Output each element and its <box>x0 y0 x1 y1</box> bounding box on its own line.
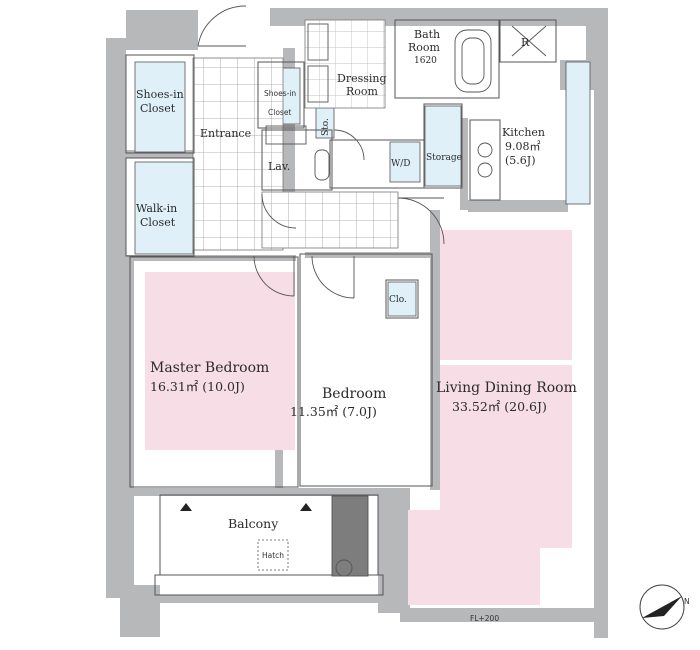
dressing-room-label-line1: Dressing <box>337 72 387 85</box>
storage-small-label: Sto. <box>321 118 331 136</box>
entrance-label: Entrance <box>200 127 251 140</box>
north-arrow: N <box>639 584 690 630</box>
washer-dryer-label: W/D <box>391 159 411 169</box>
bath-room-label-line2: Room <box>408 41 441 54</box>
bath-room-size: 1620 <box>414 56 437 66</box>
hatch-label: Hatch <box>262 551 284 560</box>
shoes-in-closet-left-line1: Shoes-in <box>136 88 184 101</box>
bath-room-label-line1: Bath <box>414 28 440 41</box>
door-swings <box>197 5 445 299</box>
living-dining-room-area: 33.52㎡ (20.6J) <box>452 399 547 414</box>
bedroom-label: Bedroom <box>322 386 386 402</box>
bedroom-area: 11.35㎡ (7.0J) <box>290 404 377 419</box>
kitchen-area: 9.08㎡ <box>505 140 541 153</box>
north-label: N <box>684 597 690 606</box>
dressing-room-label-line2: Room <box>346 85 379 98</box>
floor-tiles <box>192 19 399 251</box>
lavatory-label: Lav. <box>268 160 290 173</box>
closet-label: Clo. <box>389 295 407 305</box>
kitchen-tatami: (5.6J) <box>505 154 536 167</box>
shoes-in-closet-left-line2: Closet <box>140 102 176 115</box>
walk-in-closet-line1: Walk-in <box>136 202 177 215</box>
floor-level-label: FL+200 <box>470 614 499 623</box>
kitchen-label: Kitchen <box>502 126 545 139</box>
fixtures <box>180 23 547 577</box>
living-dining-room-label: Living Dining Room <box>436 380 577 396</box>
storage-label: Storage <box>426 153 462 163</box>
room-labels: Bath Room 1620 Dressing Room R Shoes-in … <box>136 28 577 623</box>
shoes-in-closet-right-line2: Closet <box>268 108 291 117</box>
walk-in-closet-line2: Closet <box>140 216 176 229</box>
master-bedroom-label: Master Bedroom <box>150 360 269 376</box>
balcony-label: Balcony <box>228 516 279 531</box>
shoes-in-closet-right-line1: Shoes-in <box>264 89 296 98</box>
refrigerator-mark: R <box>521 36 530 49</box>
master-bedroom-area: 16.31㎡ (10.0J) <box>150 379 245 394</box>
partitions <box>125 19 557 596</box>
